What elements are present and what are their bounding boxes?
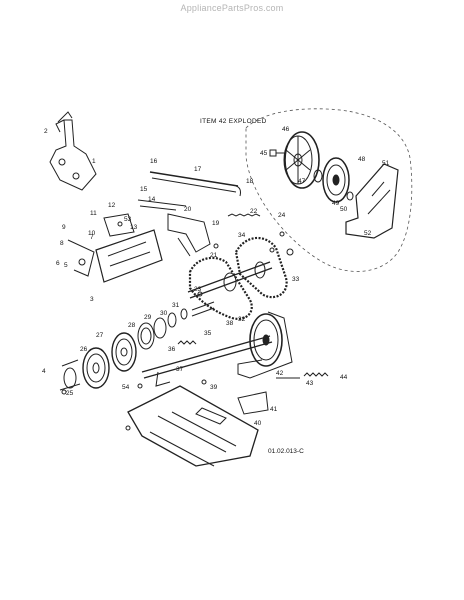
callout-7: 7 [90, 234, 94, 241]
callout-30: 30 [160, 310, 168, 317]
callout-47: 47 [298, 178, 306, 185]
callout-14: 14 [148, 196, 156, 203]
callout-50: 50 [340, 206, 348, 213]
callout-16: 16 [150, 158, 158, 165]
callout-2: 2 [44, 128, 48, 135]
callout-19: 19 [212, 220, 220, 227]
callout-35: 35 [204, 330, 212, 337]
chassis-plate-40-drawing [128, 386, 258, 466]
diagram-code: 01.02.013-C [268, 448, 304, 455]
callout-1: 1 [92, 158, 96, 165]
exploded-view-outline [246, 109, 412, 272]
callout-34: 34 [238, 232, 246, 239]
callout-3: 3 [90, 296, 94, 303]
callout-29: 29 [144, 314, 152, 321]
callout-31: 31 [172, 302, 180, 309]
callout-8: 8 [60, 240, 64, 247]
callout-44: 44 [340, 374, 348, 381]
callout-10: 10 [88, 230, 96, 237]
callout-46: 46 [282, 126, 290, 133]
callout-22: 22 [250, 208, 258, 215]
callout-32: 32 [238, 316, 246, 323]
chain-33-drawing [190, 258, 252, 319]
callout-37: 37 [176, 366, 184, 373]
callout-18: 18 [246, 178, 254, 185]
friction-wheel-assembly-drawing [83, 302, 214, 388]
callout-38: 38 [226, 320, 234, 327]
callout-27: 27 [96, 332, 104, 339]
callout-54: 54 [122, 384, 130, 391]
chain-34-drawing [236, 238, 287, 297]
callout-11: 11 [90, 210, 97, 217]
callout-53: 53 [124, 216, 132, 223]
callout-33: 33 [292, 276, 300, 283]
callout-39: 39 [210, 384, 218, 391]
callout-24: 24 [278, 212, 286, 219]
callout-23: 23 [194, 286, 202, 293]
pulley-42-assembled-drawing [238, 312, 292, 378]
watermark-text: AppliancePartsPros.com [180, 3, 284, 13]
shift-lever-1-drawing [50, 112, 96, 190]
callout-4: 4 [42, 368, 46, 375]
callout-48: 48 [358, 156, 366, 163]
callout-20: 20 [184, 206, 192, 213]
pulley-46-drawing [284, 132, 319, 188]
callout-5: 5 [64, 262, 68, 269]
bracket-51-drawing [346, 164, 398, 238]
callout-43: 43 [306, 380, 314, 387]
callout-15: 15 [140, 186, 148, 193]
callout-6: 6 [56, 260, 60, 267]
callout-45: 45 [260, 150, 268, 157]
callout-40: 40 [254, 420, 262, 427]
callout-12: 12 [108, 202, 116, 209]
callout-26: 26 [80, 346, 88, 353]
callout-17: 17 [194, 166, 202, 173]
callout-28: 28 [128, 322, 136, 329]
callout-36: 36 [168, 346, 176, 353]
callout-41: 41 [270, 406, 278, 413]
callout-49: 49 [332, 200, 340, 207]
exploded-view-caption: ITEM 42 EXPLODED [200, 118, 267, 125]
callout-42: 42 [276, 370, 284, 377]
plate-3-drawing [96, 230, 162, 282]
callout-51: 51 [382, 160, 390, 167]
callout-13: 13 [130, 224, 138, 231]
callout-9: 9 [62, 224, 66, 231]
pulley-48-drawing [323, 158, 349, 202]
callout-52: 52 [364, 230, 372, 237]
callout-21: 21 [210, 252, 218, 259]
callout-25: 25 [66, 390, 74, 397]
